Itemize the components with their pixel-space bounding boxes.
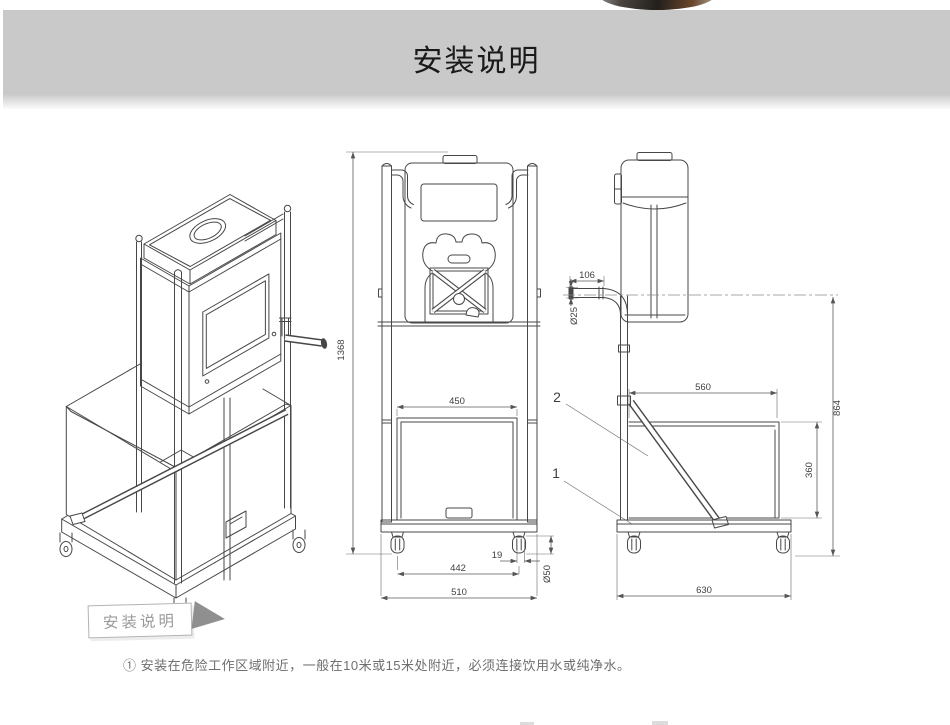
dim-overall-height-label: 1368 (336, 339, 347, 360)
page-title: 安装说明 (412, 45, 541, 78)
dim-box-width-label: 450 (449, 396, 465, 407)
part-label-2: 2 (553, 389, 561, 405)
dim-base-width-label: 510 (451, 587, 467, 598)
dim-side-box-width-label: 560 (695, 382, 711, 393)
product-photo-bottom-edge (598, 0, 716, 10)
dim-wheel-offset-label: 19 (492, 550, 503, 561)
page-bottom-crop-fragment (520, 722, 534, 725)
section-header-bar: 安装说明 (3, 10, 950, 110)
dim-wheel-span-label: 442 (450, 563, 466, 574)
dim-wheel-diameter-label: Ø50 (542, 565, 553, 583)
dim-side-overall-height-label: 864 (832, 400, 843, 416)
front-view-drawing: 1368 450 19 442 510 Ø50 (336, 151, 554, 601)
dim-handle-length-label: 106 (579, 270, 595, 281)
side-view-drawing: 106 Ø25 560 360 864 630 2 1 (552, 152, 843, 600)
dim-handle-diameter-label: Ø25 (569, 307, 580, 325)
dim-box-height-label: 360 (804, 462, 815, 478)
dim-base-depth-label: 630 (696, 585, 712, 596)
page-bottom-crop-fragment (652, 721, 668, 725)
tag-arrow-icon (191, 601, 227, 633)
installation-footnote: ① 安装在危险工作区域附近，一般在10米或15米处附近，必须连接饮用水或纯净水。 (123, 658, 631, 673)
part-label-1: 1 (552, 465, 560, 481)
isometric-view-drawing (59, 194, 328, 621)
installation-note-tag: 安装说明 (87, 602, 193, 639)
installation-note-tag-label: 安装说明 (102, 612, 178, 632)
